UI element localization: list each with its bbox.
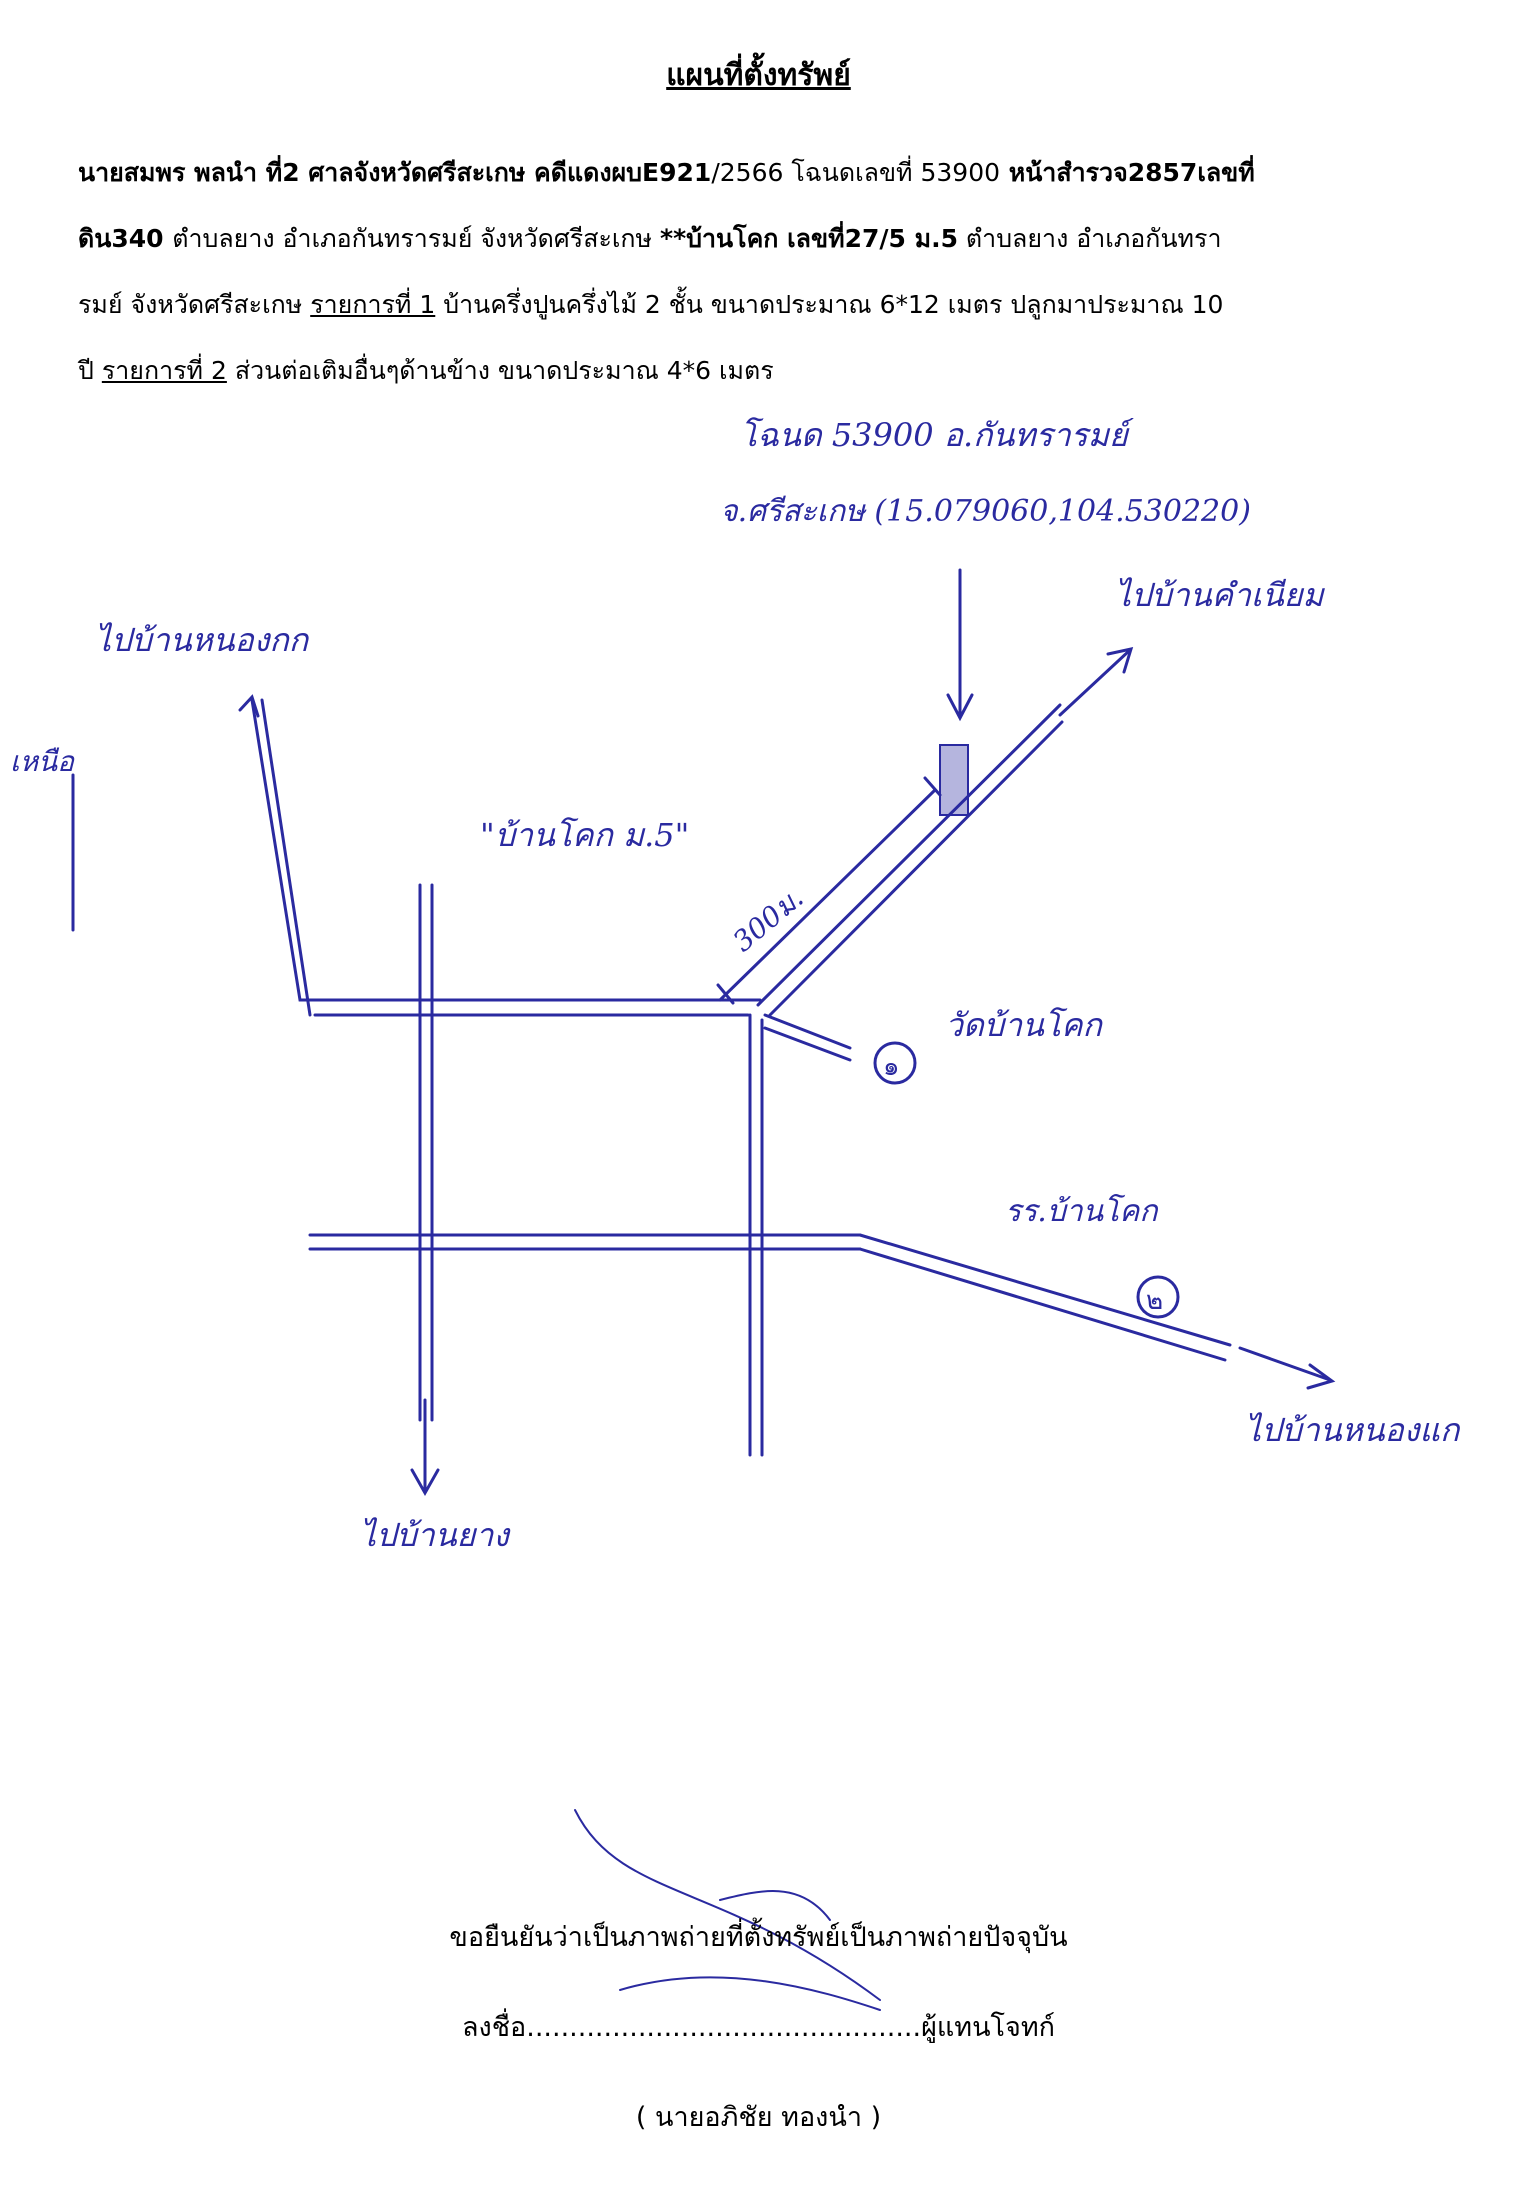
distance-line xyxy=(718,788,937,1002)
year-text: ปี xyxy=(78,356,102,385)
description-paragraph: นายสมพร พลนำ ที่2 ศาลจังหวัดศรีสะเกษ คดี… xyxy=(78,140,1378,404)
description-line-3: รมย์ จังหวัดศรีสะเกษ รายการที่ 1 บ้านครึ… xyxy=(78,272,1378,338)
distance-tick-a xyxy=(716,983,735,1005)
to-nong-kok-label: ไปบ้านหนองกก xyxy=(95,621,309,659)
signature-line: ลงชื่อ..................................… xyxy=(0,2005,1517,2048)
school-marker-label: ๒ xyxy=(1146,1286,1164,1316)
property-location-mark xyxy=(939,744,969,816)
description-line-1: นายสมพร พลนำ ที่2 ศาลจังหวัดศรีสะเกษ คดี… xyxy=(78,140,1378,206)
item-1-text: บ้านครึ่งปูนครึ่งไม้ 2 ชั้น ขนาดประมาณ 6… xyxy=(435,290,1224,319)
school-marker-circle xyxy=(1136,1275,1180,1319)
sign-prefix: ลงชื่อ xyxy=(461,2012,527,2043)
deed-note-label: โฉนด 53900 อ.กันทรารมย์ xyxy=(740,416,1128,454)
road-to-kham-niam-2 xyxy=(768,720,1064,1017)
location-text: ตำบลยาง อำเภอกันทรารมย์ จังหวัดศรีสะเกษ xyxy=(172,224,660,253)
signature-scribble xyxy=(574,1809,881,2011)
province-text: รมย์ จังหวัดศรีสะเกษ xyxy=(78,290,311,319)
deed-number-text: /2566 โฉนดเลขที่ 53900 xyxy=(711,158,1001,187)
road-to-temple-2 xyxy=(763,1026,852,1062)
confirm-statement: ขอยืนยันว่าเป็นภาพถ่ายที่ตั้งทรัพย์เป็นภ… xyxy=(449,1922,1068,1953)
description-line-4: ปี รายการที่ 2 ส่วนต่อเติมอื่นๆด้านข้าง … xyxy=(78,338,1378,404)
to-yang-label: ไปบ้านยาง xyxy=(360,1516,509,1554)
road-to-nong-kae-2 xyxy=(858,1247,1227,1362)
deed-pointer-head xyxy=(946,693,974,722)
land-number-text: ดิน340 xyxy=(78,224,173,253)
temple-marker-label: ๑ xyxy=(883,1052,900,1082)
north-label: เหนือ xyxy=(10,745,74,778)
survey-page-text: หน้าสำรวจ2857เลขที่ xyxy=(1000,158,1255,187)
temple-marker-circle xyxy=(873,1041,917,1085)
village-label: "บ้านโคก ม.5" xyxy=(480,816,690,854)
page-title: แผนที่ตั้งทรัพย์ xyxy=(666,58,851,93)
item-2-text: ส่วนต่อเติมอื่นๆด้านข้าง ขนาดประมาณ 4*6 … xyxy=(226,356,774,385)
owner-case-text: นายสมพร พลนำ ที่2 ศาลจังหวัดศรีสะเกษ คดี… xyxy=(78,158,712,187)
location-text-2: ตำบลยาง อำเภอกันทรา xyxy=(957,224,1222,253)
sign-role: ผู้แทนโจทก์ xyxy=(921,2012,1056,2043)
road-to-kham-niam xyxy=(756,703,1062,1007)
arrow-kham-niam-head xyxy=(1106,646,1134,674)
road-to-nong-kae xyxy=(858,1233,1232,1347)
arrow-nong-kae-head xyxy=(1306,1363,1336,1390)
arrow-kham-niam xyxy=(1058,648,1132,717)
to-nong-kae-label: ไปบ้านหนองแก xyxy=(1245,1411,1460,1449)
item-1-label: รายการที่ 1 xyxy=(310,290,436,319)
school-label: รร.บ้านโคก xyxy=(1005,1194,1158,1229)
house-address-text: **บ้านโคก เลขที่27/5 ม.5 xyxy=(660,224,958,253)
distance-tick-b xyxy=(923,776,942,797)
road-to-temple xyxy=(763,1013,852,1050)
arrow-nong-kok xyxy=(238,694,260,718)
sign-dots: ........................................… xyxy=(526,2012,922,2043)
province-coords-label: จ.ศรีสะเกษ (15.079060,104.530220) xyxy=(720,494,1251,529)
item-2-label: รายการที่ 2 xyxy=(101,356,227,385)
description-line-2: ดิน340 ตำบลยาง อำเภอกันทรารมย์ จังหวัดศร… xyxy=(78,206,1378,272)
arrow-nong-kae xyxy=(1238,1346,1332,1382)
to-kham-niam-label: ไปบ้านคำเนียม xyxy=(1115,576,1324,614)
road-to-nong-kok xyxy=(250,698,317,1017)
arrow-yang-head xyxy=(410,1468,440,1497)
signer-name: ( นายอภิชัย ทองนำ ) xyxy=(635,2102,882,2133)
temple-label: วัดบ้านโคก xyxy=(945,1006,1102,1044)
